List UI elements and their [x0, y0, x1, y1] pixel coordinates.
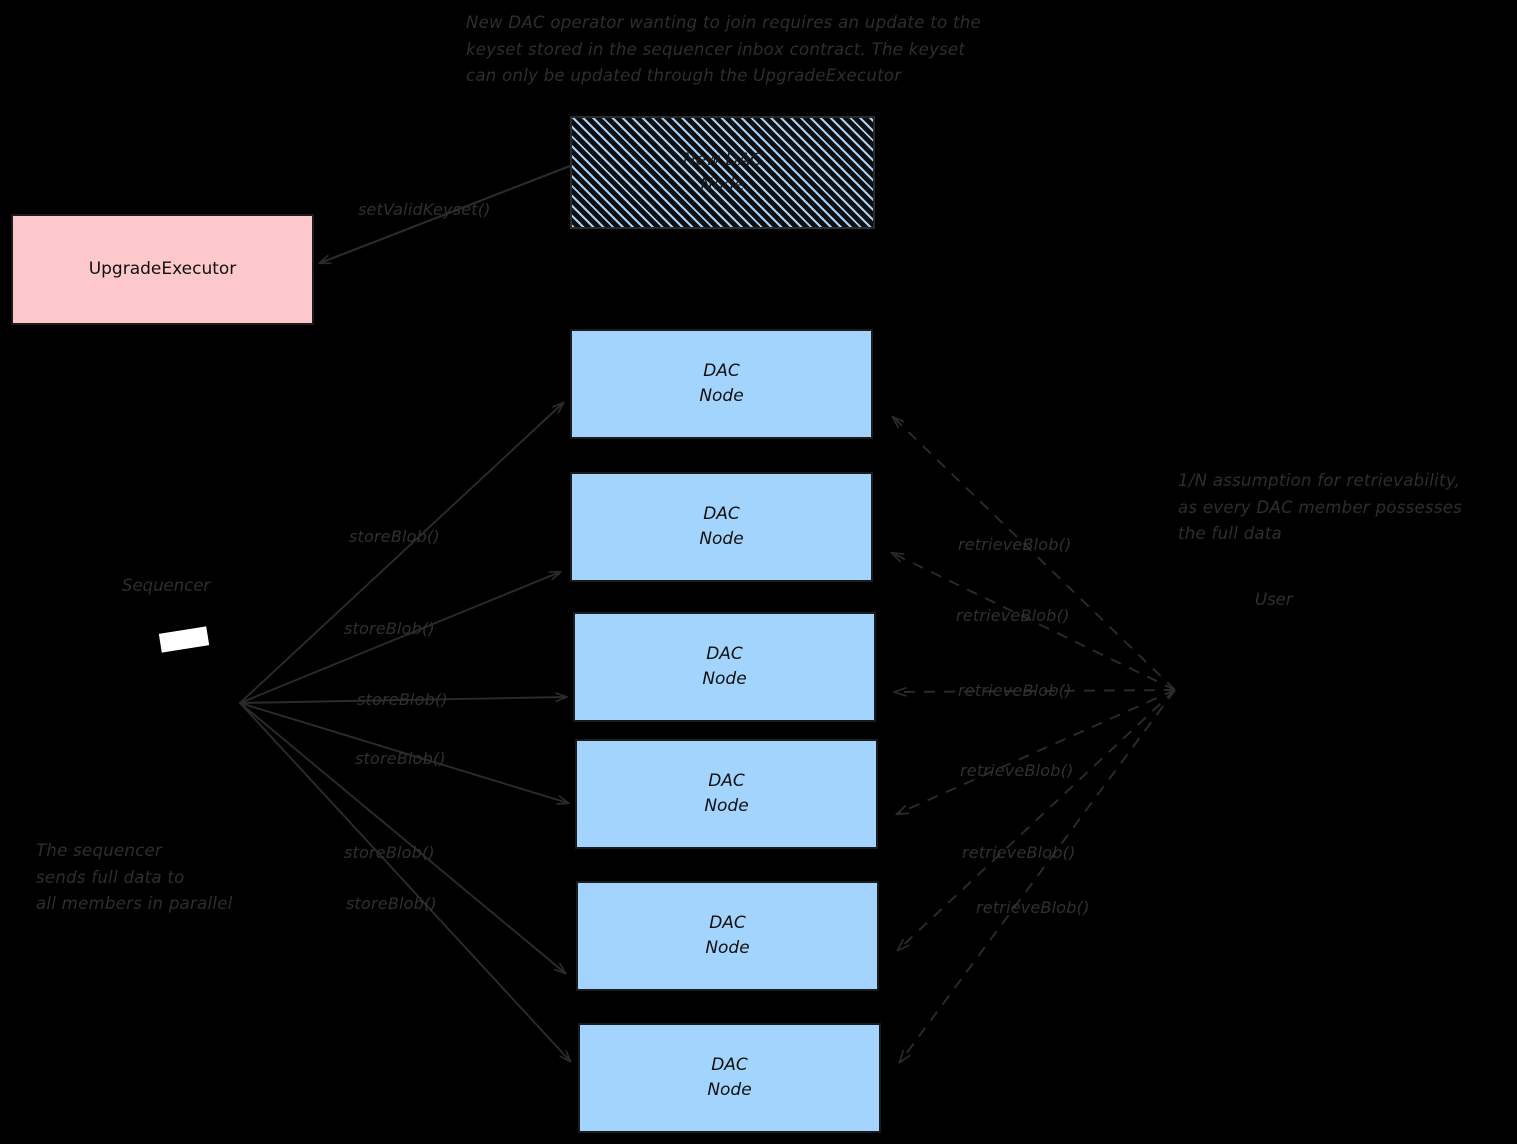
dac-node-label-line2: Node [707, 1080, 752, 1100]
dac-node-box-3[interactable]: DAC Node [573, 612, 876, 722]
dac-node-label-line1: DAC [711, 1055, 748, 1076]
upgrade-executor-box[interactable]: UpgradeExecutor [11, 214, 314, 325]
new-dac-node-box[interactable]: New DAC Node [570, 116, 875, 229]
edge-label-set-valid-keyset: setValidKeyset() [358, 200, 491, 219]
edge-set-valid-keyset [318, 164, 572, 265]
retrievability-note: 1/N assumption for retrievability, as ev… [1178, 471, 1463, 544]
edge-label-retrieve-blob-1: retrieveBlob() [958, 535, 1072, 554]
edge-label-store-blob-2: storeBlob() [344, 619, 435, 638]
dac-node-label-line1: DAC [703, 361, 740, 382]
new-dac-node-label-line1: New DAC [682, 149, 763, 170]
sequencer-parallel-note: The sequencer sends full data to all mem… [36, 841, 233, 914]
dac-node-label-line1: DAC [706, 644, 743, 665]
edge-store-blob-group [239, 401, 572, 1063]
new-dac-node-label-line2: Node [700, 174, 745, 195]
edge-label-store-blob-6: storeBlob() [346, 894, 437, 913]
dac-node-label-line1: DAC [708, 771, 745, 792]
dac-node-box-6[interactable]: DAC Node [578, 1023, 881, 1133]
keyset-update-note: New DAC operator wanting to join require… [466, 13, 981, 86]
edge-label-store-blob-1: storeBlob() [349, 527, 440, 546]
edge-label-retrieve-blob-6: retrieveBlob() [976, 898, 1090, 917]
edge-label-retrieve-blob-2: retrieveBlob() [956, 606, 1070, 625]
dac-node-box-1[interactable]: DAC Node [570, 329, 873, 439]
user-label: User [1255, 590, 1293, 609]
dac-node-box-2[interactable]: DAC Node [570, 472, 873, 582]
dac-node-label-line2: Node [704, 796, 749, 816]
dac-node-label-line2: Node [699, 529, 744, 549]
sequencer-label: Sequencer [122, 576, 211, 595]
edge-label-store-blob-4: storeBlob() [355, 749, 446, 768]
dac-node-label-line2: Node [705, 938, 750, 958]
edge-label-store-blob-3: storeBlob() [357, 690, 448, 709]
dac-node-label-line2: Node [702, 669, 747, 689]
dac-node-box-5[interactable]: DAC Node [576, 881, 879, 991]
upgrade-executor-label: UpgradeExecutor [88, 259, 237, 280]
dac-node-label-line1: DAC [709, 913, 746, 934]
edge-label-retrieve-blob-5: retrieveBlob() [962, 843, 1076, 862]
edge-label-retrieve-blob-3: retrieveBlob() [958, 681, 1072, 700]
edge-label-retrieve-blob-4: retrieveBlob() [960, 761, 1074, 780]
dac-node-box-4[interactable]: DAC Node [575, 739, 878, 849]
dac-node-label-line1: DAC [703, 504, 740, 525]
edge-label-store-blob-5: storeBlob() [344, 843, 435, 862]
edge-retrieve-blob-group [890, 415, 1176, 1064]
dac-node-label-line2: Node [699, 386, 744, 406]
